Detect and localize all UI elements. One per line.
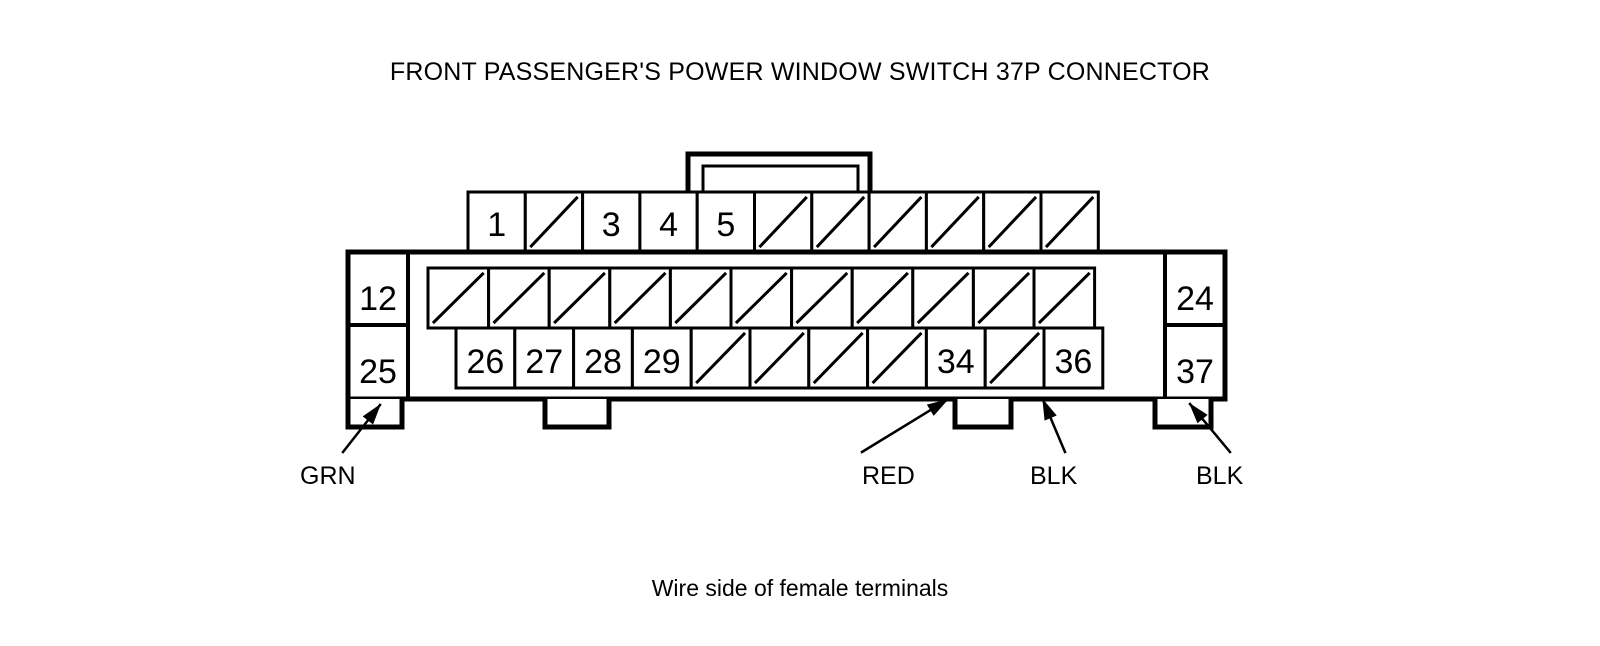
terminal-label-top-2: 3 bbox=[602, 206, 621, 244]
arrow-blk-middle-head bbox=[1042, 398, 1057, 421]
wire-label-blk-right: BLK bbox=[1196, 462, 1244, 490]
terminal-label-top-3: 4 bbox=[659, 206, 678, 244]
blank-slash-top-6 bbox=[815, 195, 866, 249]
blank-slash-middle-4 bbox=[674, 271, 728, 325]
arrow-red-head bbox=[926, 399, 949, 416]
terminal-label-bottom-8: 34 bbox=[937, 343, 975, 381]
terminal-cell-top-4 bbox=[695, 190, 757, 254]
wire-label-grn: GRN bbox=[300, 462, 356, 490]
terminal-cell-bottom-8 bbox=[924, 326, 987, 390]
blank-slash-bottom-9 bbox=[989, 331, 1041, 385]
blank-slash-middle-9 bbox=[977, 271, 1031, 325]
terminal-label-37: 37 bbox=[1176, 353, 1214, 391]
terminal-cell-top-0 bbox=[466, 190, 527, 254]
connector-latch-inner bbox=[701, 164, 860, 196]
blank-slash-middle-3 bbox=[613, 271, 667, 325]
blank-slash-bottom-4 bbox=[695, 331, 747, 385]
terminal-cell-bottom-3 bbox=[630, 326, 693, 390]
blank-slash-top-1 bbox=[529, 195, 579, 249]
terminal-label-bottom-10: 36 bbox=[1054, 343, 1092, 381]
terminal-cell-bottom-1 bbox=[513, 326, 576, 390]
blank-slash-top-5 bbox=[758, 195, 808, 249]
blank-slash-middle-2 bbox=[553, 271, 606, 325]
terminal-label-24: 24 bbox=[1176, 280, 1214, 318]
blank-slash-middle-6 bbox=[795, 271, 849, 325]
blank-slash-top-8 bbox=[930, 195, 980, 249]
mounting-tab-right-center bbox=[952, 396, 1014, 430]
terminal-label-bottom-2: 28 bbox=[584, 343, 622, 381]
terminal-cell-bottom-10 bbox=[1042, 326, 1105, 390]
blank-slash-top-10 bbox=[1044, 195, 1095, 249]
blank-slash-middle-0 bbox=[431, 271, 485, 325]
terminal-label-25: 25 bbox=[359, 353, 397, 391]
terminal-label-top-4: 5 bbox=[716, 206, 735, 244]
blank-slash-middle-1 bbox=[492, 271, 546, 325]
blank-slash-top-9 bbox=[987, 195, 1038, 249]
arrow-blk-right-head bbox=[1188, 402, 1208, 424]
blank-slash-middle-8 bbox=[916, 271, 970, 325]
figure-caption: Wire side of female terminals bbox=[651, 575, 949, 601]
blank-slash-middle-5 bbox=[734, 271, 788, 325]
terminal-cell-bottom-2 bbox=[572, 326, 634, 390]
blank-slash-bottom-7 bbox=[871, 331, 923, 385]
terminal-label-bottom-0: 26 bbox=[466, 343, 504, 381]
blank-slash-middle-7 bbox=[856, 271, 909, 325]
blank-slash-middle-10 bbox=[1037, 271, 1091, 325]
blank-slash-bottom-5 bbox=[753, 331, 805, 385]
blank-slash-top-7 bbox=[872, 195, 923, 249]
wire-label-red: RED bbox=[862, 462, 915, 490]
terminal-label-12: 12 bbox=[359, 280, 397, 318]
page-title: FRONT PASSENGER'S POWER WINDOW SWITCH 37… bbox=[389, 58, 1211, 86]
terminal-label-top-0: 1 bbox=[487, 206, 506, 244]
arrow-grn-head bbox=[362, 403, 382, 425]
mounting-tab-center bbox=[542, 396, 612, 430]
terminal-label-bottom-3: 29 bbox=[643, 343, 681, 381]
blank-slash-bottom-6 bbox=[812, 331, 864, 385]
terminal-label-bottom-1: 27 bbox=[525, 343, 563, 381]
wire-label-blk-middle: BLK bbox=[1030, 462, 1078, 490]
